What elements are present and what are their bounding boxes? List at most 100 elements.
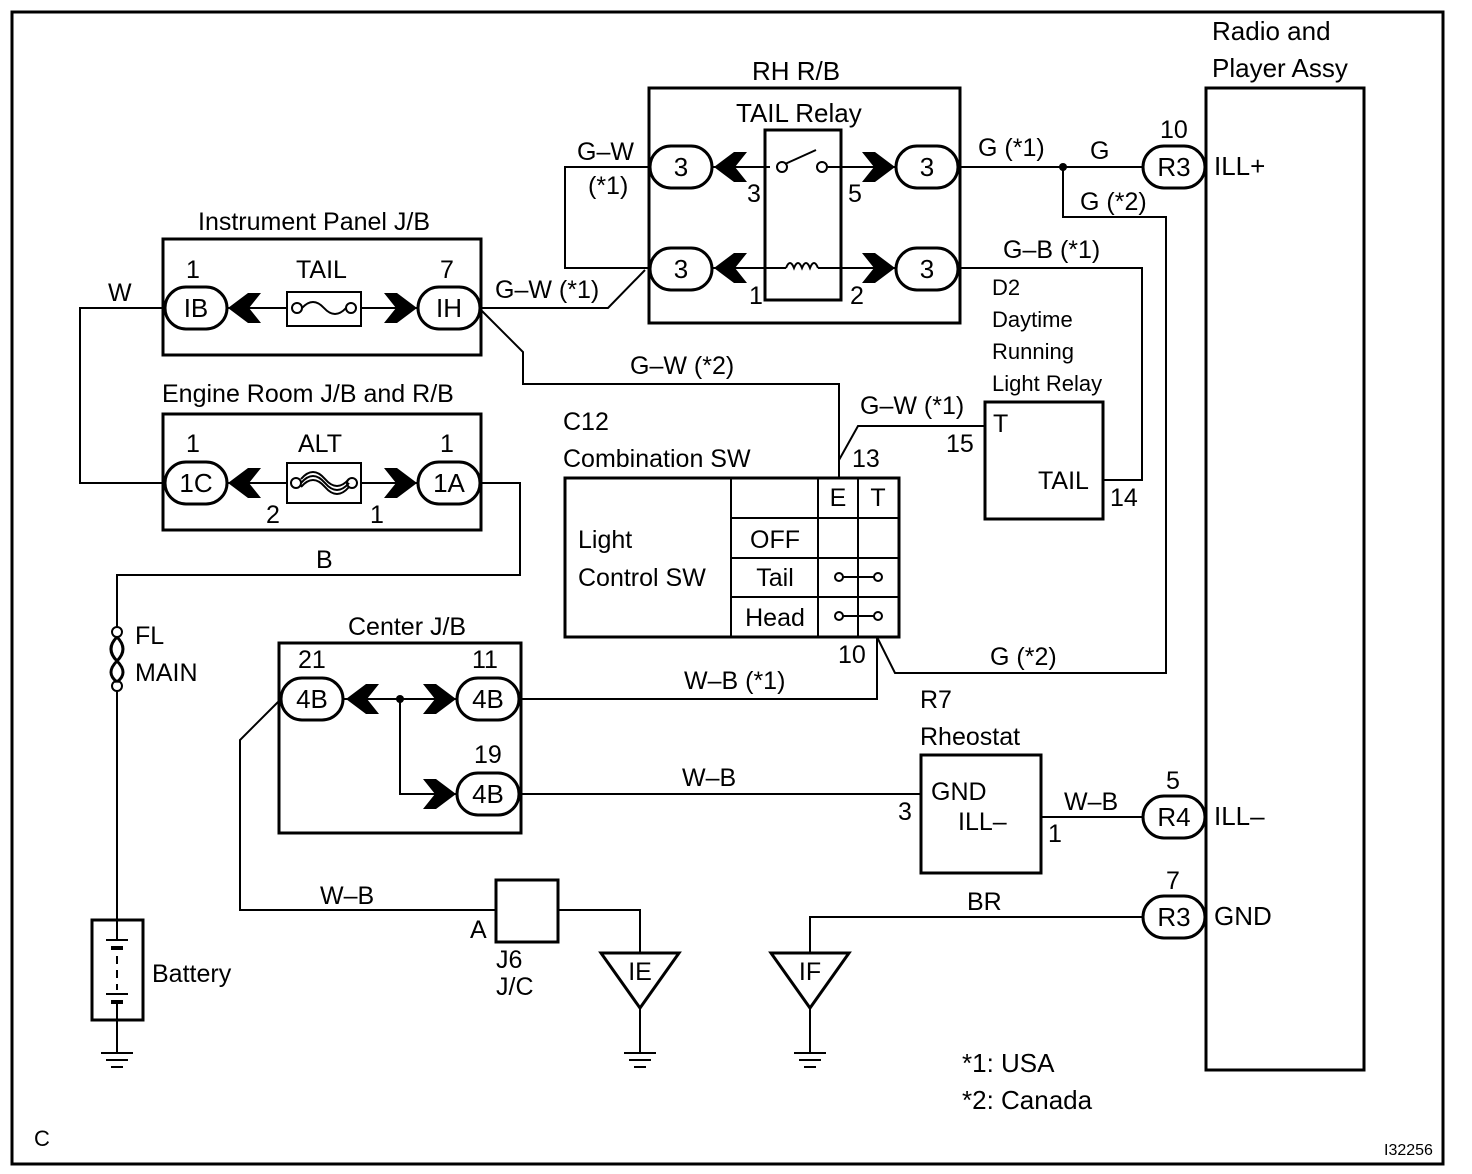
er-jb-title: Engine Room J/B and R/B — [162, 380, 454, 408]
engine-room-jb: Engine Room J/B and R/B ALT 1 1 2 1 1C 1… — [161, 380, 483, 532]
fl-line2: MAIN — [135, 659, 198, 687]
rheostat-ill: ILL– — [958, 808, 1007, 836]
fl-main-fusible-link: FL MAIN — [109, 622, 198, 692]
radio-connector-r3-top — [1141, 144, 1207, 190]
combo-label-line1: Light — [578, 526, 632, 554]
rh-rb-connector-3d-label: 3 — [920, 254, 934, 284]
combination-switch: C12 Combination SW 13 E T OFF Tail Head … — [563, 408, 901, 669]
ip-jb-pin-left: 1 — [186, 256, 200, 284]
combo-row-off: OFF — [750, 526, 800, 554]
drl-pin-14: 14 — [1110, 484, 1138, 512]
j6-junction-connector — [494, 878, 560, 944]
fuse-icon — [301, 301, 347, 315]
drl-pin-tail: TAIL — [1038, 467, 1089, 495]
wire-gw-c2: G–W (*2) — [630, 352, 734, 380]
er-jb-pin-right: 1 — [440, 430, 454, 458]
battery-ground-icon — [101, 1052, 133, 1068]
relay-coil-icon — [785, 262, 819, 271]
combo-col-e: E — [830, 484, 847, 512]
er-jb-connector-1c-label: 1C — [179, 468, 212, 498]
j6-line2: J/C — [496, 973, 534, 1001]
wire-g-canada-bottom: G (*2) — [990, 643, 1057, 671]
battery-label: Battery — [152, 960, 232, 988]
radio-pin-10: 10 — [1160, 116, 1188, 144]
combo-pin-bottom: 10 — [838, 641, 866, 669]
radio-player-assy: Radio and Player Assy ILL+ ILL– GND — [1204, 16, 1366, 1072]
note-usa: *1: USA — [962, 1048, 1055, 1078]
combo-row-tail: Tail — [756, 564, 794, 592]
radio-title-line2: Player Assy — [1212, 53, 1348, 83]
rheostat: R7 Rheostat GND ILL– 3 1 — [898, 686, 1062, 875]
radio-pin-ill-minus: ILL– — [1214, 801, 1265, 831]
center-jb: Center J/B 21 11 19 4B 4B 4B — [277, 613, 523, 835]
rh-rb-connector-3b-label: 3 — [674, 254, 688, 284]
fusible-link-icon — [300, 471, 350, 495]
radio-connector-r3-bottom-label: R3 — [1157, 902, 1190, 932]
radio-pin-gnd: GND — [1214, 901, 1272, 931]
er-jb-pin-below-left: 2 — [266, 501, 280, 529]
combo-col-t: T — [870, 484, 885, 512]
wire-b: B — [316, 546, 333, 574]
relay-pin-3: 3 — [747, 180, 761, 208]
wire-gw-top: G–W — [577, 138, 634, 166]
wire-gb: G–B (*1) — [1003, 236, 1100, 264]
j6-pin-a: A — [470, 916, 487, 944]
center-jb-connector-4b-right-top-label: 4B — [472, 684, 504, 714]
ground-if-label: IF — [799, 958, 821, 986]
corner-label: C — [34, 1126, 50, 1151]
er-jb-connector-1c — [163, 460, 229, 506]
drl-line2: Daytime — [992, 307, 1073, 332]
radio-pin-7: 7 — [1166, 867, 1180, 895]
rheostat-title: Rheostat — [920, 723, 1020, 751]
wire-wb-ground: W–B — [320, 882, 374, 910]
rheostat-pin-1: 1 — [1048, 820, 1062, 848]
center-jb-pin-11: 11 — [472, 646, 498, 674]
center-jb-connector-4b-left-label: 4B — [296, 684, 328, 714]
fl-line1: FL — [135, 622, 164, 650]
rh-rb-title: RH R/B — [752, 56, 840, 86]
j6-line1: J6 — [496, 946, 522, 974]
ip-jb-fuse-label: TAIL — [296, 256, 347, 284]
relay-pin-2: 2 — [850, 282, 864, 310]
wire-gw-relay: G–W (*1) — [860, 392, 964, 420]
ip-jb-connector-ih — [416, 285, 482, 331]
drl-line1: D2 — [992, 275, 1020, 300]
wire-wb-usa: W–B (*1) — [684, 667, 785, 695]
combo-code: C12 — [563, 408, 609, 436]
radio-connector-r4-label: R4 — [1157, 802, 1190, 832]
wire-g: G — [1090, 137, 1109, 165]
rh-rb-connector-3c-label: 3 — [920, 152, 934, 182]
radio-connector-r3-top-label: R3 — [1157, 152, 1190, 182]
center-jb-title: Center J/B — [348, 613, 466, 641]
wire-w: W — [108, 279, 132, 307]
er-jb-pin-left: 1 — [186, 430, 200, 458]
ground-if-icon: IF — [768, 951, 852, 1068]
combo-label-line2: Control SW — [578, 564, 706, 592]
radio-pin-ill-plus: ILL+ — [1214, 151, 1265, 181]
ground-ie-label: IE — [628, 958, 652, 986]
wire-g-canada-top: G (*2) — [1080, 188, 1147, 216]
ip-jb-connector-ib-label: IB — [184, 293, 209, 323]
er-jb-fuse-label: ALT — [298, 430, 342, 458]
drl-pin-t: T — [993, 410, 1008, 438]
rh-relay-block: RH R/B TAIL Relay 3 3 3 3 3 5 1 2 — [647, 56, 962, 325]
relay-pin-5: 5 — [848, 180, 862, 208]
combo-row-head: Head — [745, 604, 805, 632]
radio-pin-5: 5 — [1166, 767, 1180, 795]
combo-title: Combination SW — [563, 445, 751, 473]
wire-gw-top-note: (*1) — [588, 172, 628, 200]
drl-pin-15: 15 — [946, 430, 974, 458]
ground-ie-icon: IE — [598, 951, 682, 1068]
rheostat-code: R7 — [920, 686, 952, 714]
combo-pin-top: 13 — [852, 445, 880, 473]
wire-br: BR — [967, 888, 1002, 916]
diagram-frame — [10, 10, 1445, 1166]
figure-id: I32256 — [1384, 1142, 1433, 1159]
center-jb-pin-21: 21 — [298, 646, 326, 674]
rheostat-pin-3: 3 — [898, 798, 912, 826]
wire-wb-rheostat: W–B — [1064, 788, 1118, 816]
instrument-panel-jb: Instrument Panel J/B TAIL 1 7 IB IH — [161, 208, 483, 357]
center-jb-pin-19: 19 — [474, 741, 502, 769]
wire-wb: W–B — [682, 764, 736, 792]
